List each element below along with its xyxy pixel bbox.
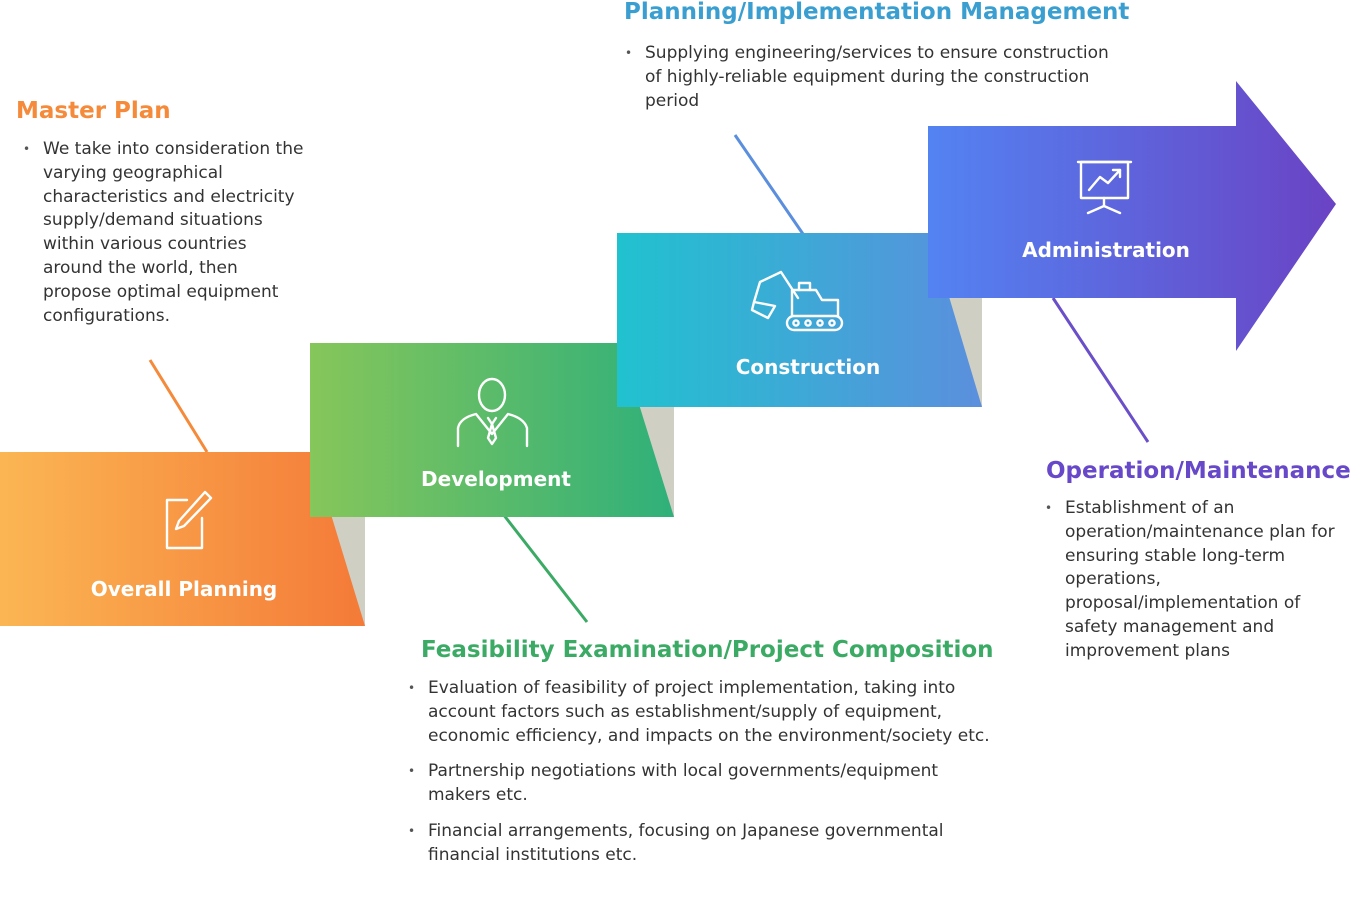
planning-connector xyxy=(733,134,805,235)
feasibility-bullets: Evaluation of feasibility of project imp… xyxy=(406,677,1006,868)
planning-implementation-bullets: Supplying engineering/services to ensure… xyxy=(623,42,1113,113)
construction-block xyxy=(617,233,982,407)
excavator-icon xyxy=(750,270,844,332)
operation-connector xyxy=(1051,297,1150,443)
feasibility-connector xyxy=(501,513,589,623)
list-item: Establishment of an operation/maintenanc… xyxy=(1043,497,1348,664)
development-label: Development xyxy=(421,467,571,491)
list-item: We take into consideration the varying g… xyxy=(21,138,311,328)
master-plan-bullets: We take into consideration the varying g… xyxy=(21,138,311,328)
master-plan-heading: Master Plan xyxy=(16,98,171,124)
feasibility-heading: Feasibility Examination/Project Composit… xyxy=(421,637,994,663)
construction-label: Construction xyxy=(736,355,880,379)
overall-planning-block xyxy=(0,452,365,626)
list-item: Supplying engineering/services to ensure… xyxy=(623,42,1113,113)
operation-maintenance-bullets: Establishment of an operation/maintenanc… xyxy=(1043,497,1348,664)
administration-arrow xyxy=(928,81,1336,351)
development-block xyxy=(310,343,674,517)
operation-maintenance-heading: Operation/Maintenance xyxy=(1046,458,1351,484)
planning-implementation-heading: Planning/Implementation Management xyxy=(624,0,1130,25)
list-item: Partnership negotiations with local gove… xyxy=(406,760,1006,808)
presentation-chart-icon xyxy=(1076,160,1133,215)
pencil-paper-icon xyxy=(165,490,213,550)
overall-planning-label: Overall Planning xyxy=(91,577,278,601)
administration-label: Administration xyxy=(1022,238,1190,262)
businessman-icon xyxy=(456,377,529,448)
master-plan-connector xyxy=(148,359,209,453)
list-item: Evaluation of feasibility of project imp… xyxy=(406,677,1006,748)
list-item: Financial arrangements, focusing on Japa… xyxy=(406,820,1006,868)
